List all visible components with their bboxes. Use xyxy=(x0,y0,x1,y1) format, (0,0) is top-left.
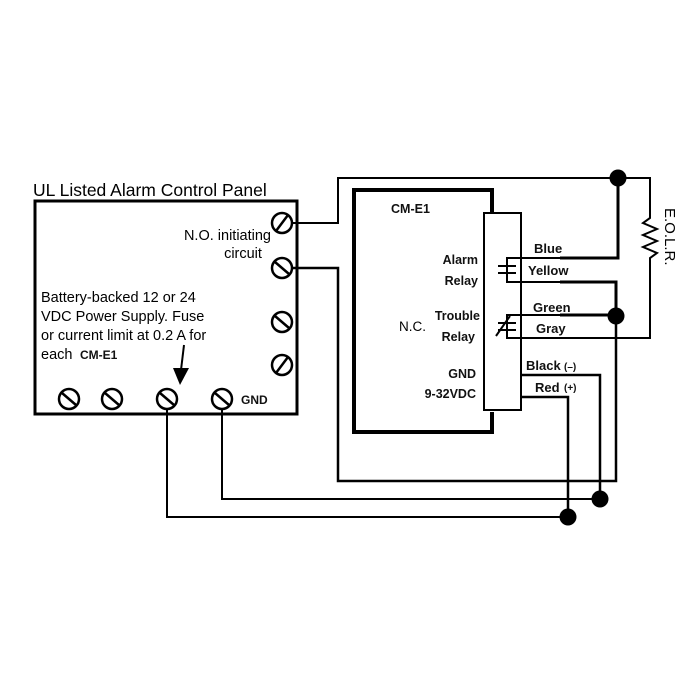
trouble-relay-label-line1: Trouble xyxy=(435,309,480,323)
wire-red xyxy=(521,395,570,517)
no-circuit-label-line1: N.O. initiating xyxy=(184,228,271,244)
wire-to-eolr-top xyxy=(618,177,651,212)
wire-blue xyxy=(560,178,620,260)
alarm-relay-label-line2: Relay xyxy=(445,274,478,288)
terminal-screw-bottom-2[interactable] xyxy=(100,387,124,411)
junction-dot-top xyxy=(609,169,627,187)
wire-yellow xyxy=(560,280,618,315)
eolr-label: E.O.L.R. xyxy=(661,208,678,266)
terminal-screw-bottom-1[interactable] xyxy=(57,387,81,411)
wire-label-yellow: Yellow xyxy=(528,263,569,278)
terminal-screw-no-1[interactable] xyxy=(270,211,294,235)
wire-black xyxy=(521,373,602,499)
wire-red-polarity: (+) xyxy=(564,383,577,394)
wire-no-positive xyxy=(292,177,618,224)
junction-dot-green xyxy=(607,307,625,325)
alarm-relay-label-line1: Alarm xyxy=(443,253,478,267)
module-name: CM-E1 xyxy=(391,202,430,216)
power-note-line2: VDC Power Supply. Fuse xyxy=(41,309,204,325)
wire-panel-gnd xyxy=(221,409,600,500)
power-note-line4-prefix: each xyxy=(41,347,72,363)
terminal-screw-no-2[interactable] xyxy=(270,256,294,280)
wire-panel-positive xyxy=(166,409,568,518)
wire-label-black: Black xyxy=(526,358,561,373)
junction-dot-red xyxy=(559,508,577,526)
terminal-screw-power-positive[interactable] xyxy=(155,387,179,411)
trouble-relay-label-line2: Relay xyxy=(442,330,475,344)
wire-black-polarity: (–) xyxy=(564,362,576,373)
terminal-screw-right-3[interactable] xyxy=(270,310,294,334)
power-note-line1: Battery-backed 12 or 24 xyxy=(41,290,196,306)
cm-e1-module-box xyxy=(352,188,494,434)
eolr-resistor-icon xyxy=(640,212,660,263)
wire-no-return xyxy=(292,266,618,483)
arrow-down-icon xyxy=(173,344,189,385)
power-note-line4-model: CM-E1 xyxy=(80,348,118,362)
wire-gray xyxy=(560,263,651,339)
alarm-relay-contact-icon xyxy=(498,257,560,283)
wire-label-red: Red xyxy=(535,380,560,395)
wire-label-blue: Blue xyxy=(534,241,562,256)
panel-title: UL Listed Alarm Control Panel xyxy=(33,180,267,200)
module-gnd-label: GND xyxy=(448,367,476,381)
wire-label-green: Green xyxy=(533,300,571,315)
no-circuit-label-line2: circuit xyxy=(224,246,262,262)
terminal-screw-right-4[interactable] xyxy=(270,353,294,377)
power-note-line3: or current limit at 0.2 A for xyxy=(41,328,206,344)
trouble-nc-label: N.C. xyxy=(399,319,426,334)
panel-gnd-label: GND xyxy=(241,393,268,407)
module-supply-label: 9-32VDC xyxy=(425,387,476,401)
trouble-relay-contact-icon xyxy=(495,314,560,339)
terminal-screw-gnd[interactable] xyxy=(210,387,234,411)
wire-label-gray: Gray xyxy=(536,321,566,336)
terminal-strip xyxy=(483,212,522,411)
junction-dot-black xyxy=(591,490,609,508)
